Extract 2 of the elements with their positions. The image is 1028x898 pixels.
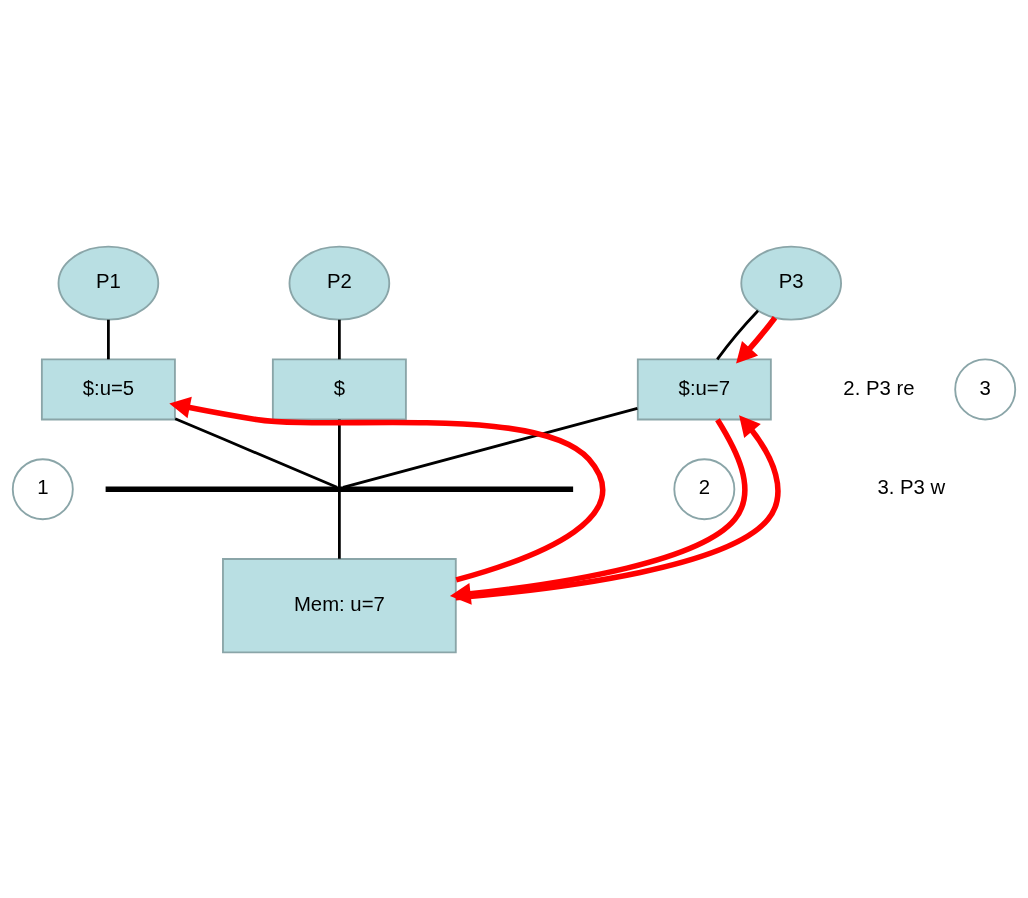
label: 2. P3 re: [843, 376, 915, 399]
label: 3. P3 w: [877, 475, 946, 498]
